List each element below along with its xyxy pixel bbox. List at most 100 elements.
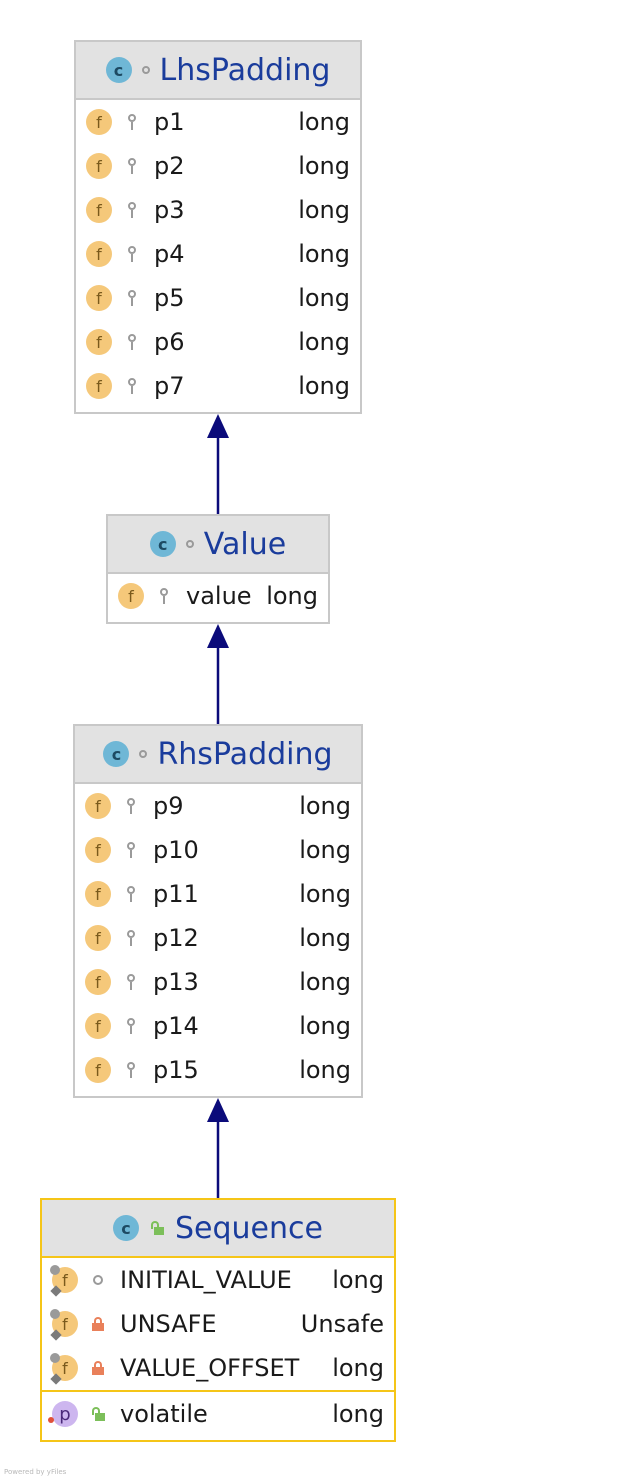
field-icon: f	[86, 109, 112, 135]
protected-visibility-icon	[123, 886, 139, 902]
protected-visibility-icon	[123, 930, 139, 946]
private-lock-icon	[90, 1316, 106, 1332]
field-row[interactable]: f p14 long	[75, 1004, 361, 1048]
field-name: value	[186, 582, 252, 610]
protected-visibility-icon	[156, 588, 172, 604]
package-visibility-icon	[141, 66, 150, 74]
field-name: p7	[154, 372, 185, 400]
class-name: Sequence	[175, 1210, 323, 1246]
field-type: long	[299, 1012, 351, 1040]
class-name: LhsPadding	[159, 52, 331, 88]
field-type: long	[332, 1266, 384, 1294]
field-type: Unsafe	[300, 1310, 384, 1338]
field-icon: f	[85, 969, 111, 995]
protected-visibility-icon	[124, 334, 140, 350]
field-name: p2	[154, 152, 185, 180]
field-name: p3	[154, 196, 185, 224]
field-row[interactable]: f p11 long	[75, 872, 361, 916]
field-type: long	[332, 1354, 384, 1382]
field-type: long	[298, 328, 350, 356]
field-type: long	[298, 196, 350, 224]
field-type: long	[299, 880, 351, 908]
field-row[interactable]: f p15 long	[75, 1048, 361, 1092]
protected-visibility-icon	[124, 246, 140, 262]
class-icon: c	[149, 531, 176, 557]
protected-visibility-icon	[123, 1018, 139, 1034]
arrow-value-to-lhspadding	[207, 414, 229, 514]
field-row[interactable]: f p12 long	[75, 916, 361, 960]
field-type: long	[299, 968, 351, 996]
field-icon: f	[85, 793, 111, 819]
field-type: long	[298, 108, 350, 136]
field-row[interactable]: f p1 long	[76, 100, 360, 144]
field-icon: f	[85, 925, 111, 951]
field-type: long	[298, 240, 350, 268]
field-name: p4	[154, 240, 185, 268]
field-name: p11	[153, 880, 199, 908]
class-icon: c	[113, 1215, 139, 1241]
field-name: p10	[153, 836, 199, 864]
field-name: UNSAFE	[120, 1310, 217, 1338]
field-name: p9	[153, 792, 184, 820]
powered-by-footer: Powered by yFiles	[4, 1468, 67, 1476]
field-icon: f	[85, 1013, 111, 1039]
private-lock-icon	[90, 1360, 106, 1376]
package-visibility-icon	[139, 750, 148, 758]
public-visibility-icon	[149, 1220, 165, 1236]
class-icon: c	[103, 741, 130, 767]
field-row[interactable]: f p10 long	[75, 828, 361, 872]
section-divider	[42, 1390, 394, 1392]
protected-visibility-icon	[123, 842, 139, 858]
class-name: RhsPadding	[157, 736, 333, 772]
field-icon: f	[85, 837, 111, 863]
field-icon: f	[85, 881, 111, 907]
field-type: long	[298, 284, 350, 312]
field-icon: f	[86, 241, 112, 267]
property-name: volatile	[120, 1400, 208, 1428]
protected-visibility-icon	[124, 290, 140, 306]
class-header: c RhsPadding	[75, 726, 361, 784]
class-header: c Sequence	[42, 1200, 394, 1258]
field-row[interactable]: f UNSAFE Unsafe	[42, 1302, 394, 1346]
class-node-rhspadding[interactable]: c RhsPadding f p9 long f p10 long f p11 long f…	[73, 724, 363, 1098]
field-row[interactable]: f p4 long	[76, 232, 360, 276]
class-node-lhspadding[interactable]: c LhsPadding f p1 long f p2 long f p3 long f p4…	[74, 40, 362, 414]
class-icon: c	[105, 57, 132, 83]
field-icon: f	[85, 1057, 111, 1083]
public-visibility-icon	[90, 1406, 106, 1422]
field-type: long	[299, 1056, 351, 1084]
protected-visibility-icon	[123, 1062, 139, 1078]
class-header: c LhsPadding	[76, 42, 360, 100]
protected-visibility-icon	[124, 114, 140, 130]
field-row[interactable]: f p3 long	[76, 188, 360, 232]
field-name: p5	[154, 284, 185, 312]
property-icon: p	[48, 1401, 78, 1427]
field-name: p15	[153, 1056, 199, 1084]
field-icon: f	[118, 583, 144, 609]
field-name: p12	[153, 924, 199, 952]
static-field-icon: f	[50, 1309, 78, 1337]
protected-visibility-icon	[124, 158, 140, 174]
field-name: p13	[153, 968, 199, 996]
protected-visibility-icon	[123, 974, 139, 990]
field-name: p1	[154, 108, 185, 136]
field-type: long	[299, 924, 351, 952]
field-type: long	[298, 152, 350, 180]
field-name: p14	[153, 1012, 199, 1040]
static-field-icon: f	[50, 1265, 78, 1293]
field-icon: f	[86, 197, 112, 223]
field-type: long	[299, 836, 351, 864]
field-row[interactable]: f p13 long	[75, 960, 361, 1004]
